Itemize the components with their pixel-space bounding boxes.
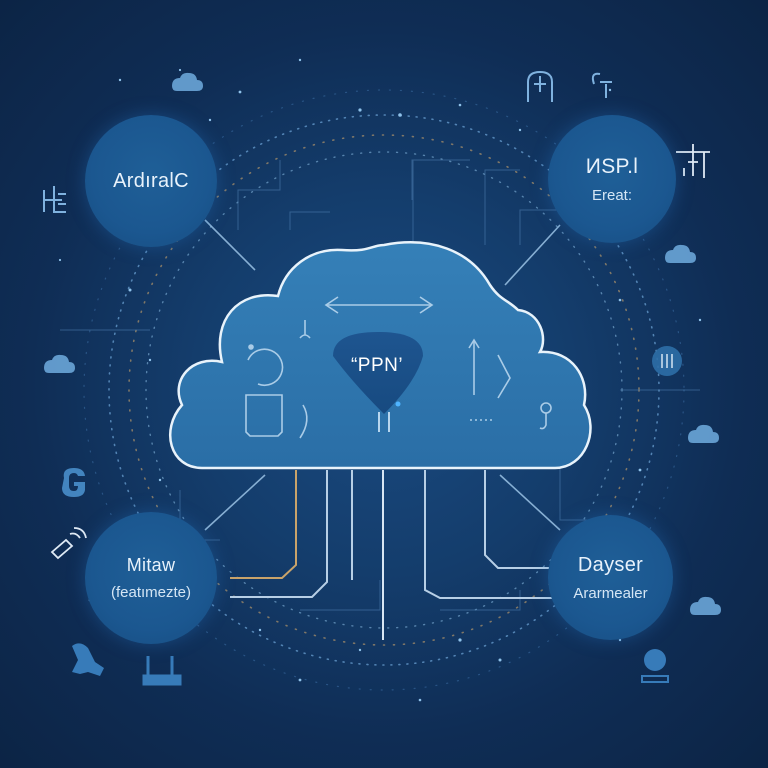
cloud-icon [665, 244, 696, 263]
node-subtitle: Ararmealer [573, 584, 648, 602]
vpn-label: “PPN’ [350, 355, 404, 376]
node-top-left[interactable]: ArdıralC [85, 115, 217, 247]
cloud-icon [690, 596, 721, 615]
node-subtitle: (featımezte) [110, 584, 192, 601]
tools-icon [591, 72, 612, 98]
cloud-icon [688, 424, 719, 443]
flashlight-icon [50, 527, 87, 560]
cloud-icon [172, 72, 203, 91]
helmet-icon [527, 70, 553, 102]
building-icon [43, 186, 66, 213]
node-bottom-right[interactable]: Dayser Ararmealer [548, 515, 673, 640]
vpn-badge[interactable]: “PPN’ [331, 336, 423, 396]
cloud-icon [44, 354, 75, 373]
node-bottom-left[interactable]: Mitaw (featımezte) [85, 512, 217, 644]
node-title: ArdıralC [113, 169, 189, 192]
node-title: ИSP.l [585, 154, 639, 178]
center-cloud [168, 241, 592, 470]
node-subtitle: Ereat: [591, 186, 633, 204]
node-top-right[interactable]: ИSP.l Ereat: [548, 115, 676, 243]
circuit-icon [676, 144, 710, 178]
node-title: Mitaw [126, 555, 176, 575]
node-title: Dayser [577, 553, 644, 576]
